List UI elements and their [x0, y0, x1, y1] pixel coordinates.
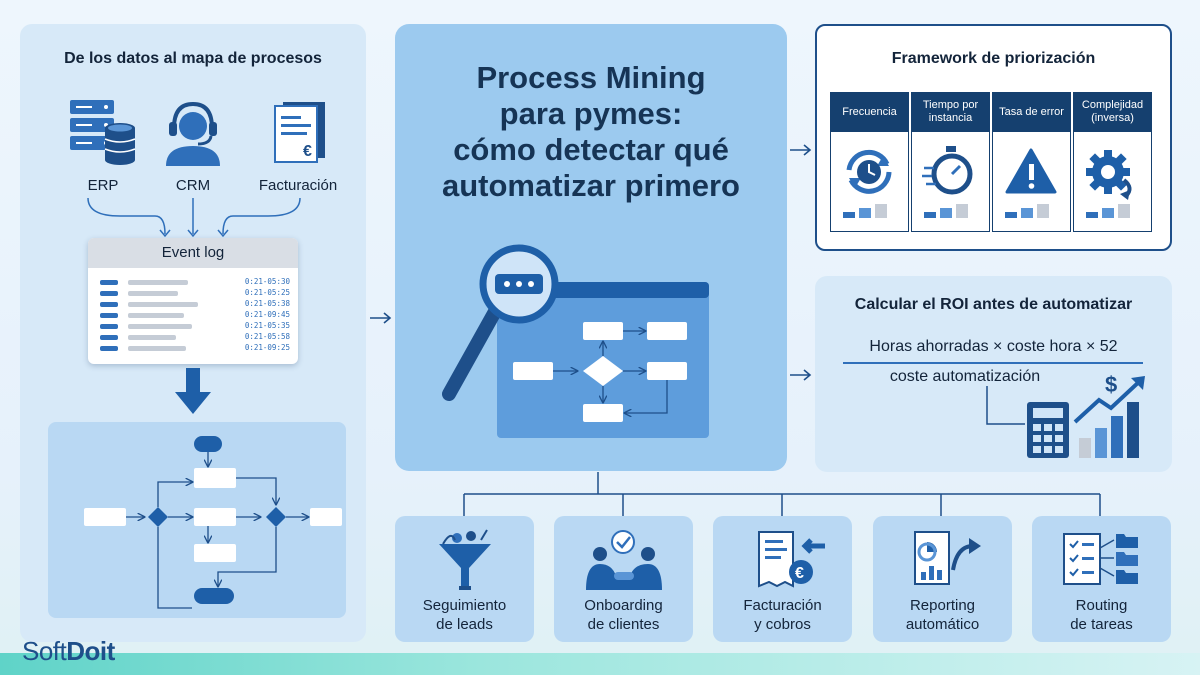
log-row: 0:21-05:38: [100, 299, 290, 310]
criterion-tiempo: Tiempo por instancia: [911, 92, 990, 232]
framework-title: Framework de priorización: [891, 50, 1096, 67]
criterion-label: Complejidad (inversa): [1073, 92, 1152, 132]
process-map-diagram: [84, 436, 342, 609]
roi-panel: Calcular el ROI antes de automatizar Hor…: [815, 276, 1172, 472]
criterion-error: Tasa de error: [992, 92, 1071, 232]
warning-icon: [1005, 148, 1057, 218]
invoice-euro-icon: €: [758, 531, 825, 588]
database-server-icon: [70, 100, 136, 165]
log-row: 0:21-05:30: [100, 277, 290, 288]
source-erp: ERP: [53, 98, 153, 194]
criterion-frecuencia: Frecuencia: [830, 92, 909, 232]
source-label: Facturación: [258, 177, 338, 194]
log-row: 0:21-05:35: [100, 321, 290, 332]
svg-text:€: €: [303, 143, 312, 160]
criterion-label: Tasa de error: [992, 92, 1071, 132]
source-connectors: [87, 197, 301, 238]
main-title: Process Mining para pymes: cómo detectar…: [441, 60, 740, 203]
headset-agent-icon: [166, 101, 220, 166]
source-label: ERP: [87, 177, 119, 194]
handshake-icon: [586, 530, 662, 590]
arrow-to-center-icon: [370, 312, 392, 324]
down-arrow-icon: [175, 368, 211, 414]
svg-text:$: $: [1105, 372, 1117, 397]
roi-numerator: Horas ahorradas × coste hora × 52: [869, 338, 1118, 355]
event-log-window: Event log 0:21-05:30 0:21-05:25 0:21-05:…: [88, 238, 298, 364]
event-log-title: Event log: [88, 238, 298, 268]
log-row: 0:21-09:45: [100, 310, 290, 321]
criterion-label: Tiempo por instancia: [911, 92, 990, 132]
process-analysis-illustration: [442, 244, 709, 438]
invoice-document-icon: €: [274, 102, 325, 163]
process-map-box: [48, 422, 346, 618]
brand-logo: SoftDoit: [22, 636, 115, 666]
roi-denominator: coste automatización: [889, 368, 1041, 385]
log-row: 0:21-09:25: [100, 343, 290, 354]
roi-title: Calcular el ROI antes de automatizar: [854, 296, 1133, 313]
arrow-to-roi-icon: [790, 369, 812, 381]
task-routing-icon: [1063, 533, 1138, 585]
svg-text:€: €: [795, 565, 804, 582]
report-chart-icon: [914, 531, 981, 585]
roi-growth-icon: $: [986, 372, 1145, 458]
criterion-label: Frecuencia: [830, 92, 909, 132]
log-row: 0:21-05:25: [100, 288, 290, 299]
left-panel-title: De los datos al mapa de procesos: [64, 50, 322, 67]
data-to-process-panel: De los datos al mapa de procesos ERP CRM: [20, 24, 366, 642]
arrow-to-framework-icon: [790, 144, 812, 156]
clock-cycle-icon: [843, 149, 892, 218]
funnel-icon: [439, 529, 491, 590]
gear-icon: [1086, 150, 1132, 218]
hero-panel: Process Mining para pymes: cómo detectar…: [395, 24, 787, 471]
bottom-glow: [0, 653, 1200, 675]
use-case-connectors: [463, 472, 1101, 516]
stopwatch-icon: [922, 146, 973, 218]
log-row: 0:21-05:58: [100, 332, 290, 343]
source-facturacion: € Facturación: [248, 98, 348, 194]
prioritization-framework-panel: Framework de priorización Frecuencia Tie…: [815, 24, 1172, 251]
fraction-line: [843, 362, 1143, 364]
source-label: CRM: [175, 177, 211, 194]
criterion-complejidad: Complejidad (inversa): [1073, 92, 1152, 232]
source-crm: CRM: [143, 98, 243, 194]
